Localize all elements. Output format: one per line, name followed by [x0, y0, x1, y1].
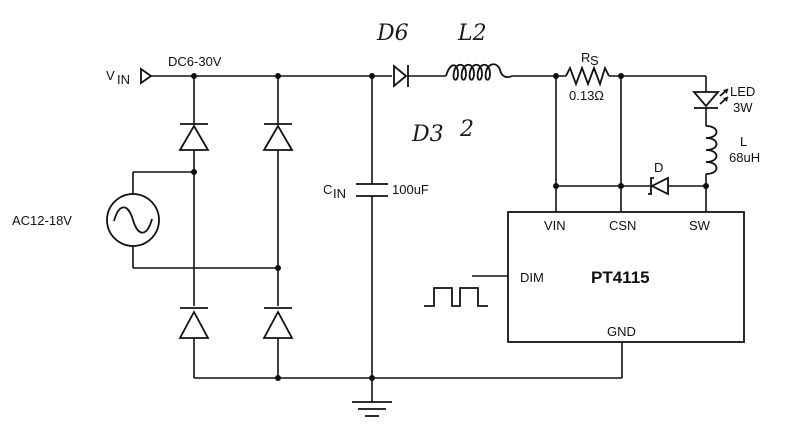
inductor-l — [705, 125, 718, 212]
ac-range-label: AC12-18V — [12, 213, 72, 228]
ic-name: PT4115 — [591, 268, 650, 287]
sense-resistor-rs — [565, 65, 610, 87]
rs-value: 0.13Ω — [569, 88, 604, 103]
bridge-diode-top-right — [262, 123, 294, 151]
bridge-diode-top-left — [178, 123, 210, 151]
cin-capacitor — [356, 76, 388, 402]
cin-value: 100uF — [392, 182, 429, 197]
freewheel-diode-d — [648, 176, 669, 196]
ground-symbol — [352, 401, 392, 417]
bottom-rail — [194, 342, 623, 379]
handwritten-2: 2 — [459, 117, 474, 142]
added-diode-d6 — [393, 64, 409, 88]
bridge-rectifier — [193, 76, 279, 378]
bridge-diode-bottom-right — [262, 307, 294, 339]
rs-label-sub: S — [590, 53, 599, 68]
diode-label: D — [654, 160, 663, 175]
pin-sw: SW — [689, 218, 711, 233]
pwm-signal-icon — [424, 287, 488, 307]
pt4115-ic — [507, 211, 745, 343]
cin-label: C — [323, 182, 332, 197]
vin-label: V — [106, 68, 115, 83]
handwritten-l2: L2 — [457, 21, 487, 46]
dc-range-label: DC6-30V — [168, 54, 222, 69]
pin-vin: VIN — [544, 218, 566, 233]
pin-gnd: GND — [607, 324, 636, 339]
vin-terminal — [140, 67, 153, 85]
cin-label-sub: IN — [333, 186, 346, 201]
led-power: 3W — [733, 100, 753, 115]
handwritten-d3: D3 — [411, 122, 444, 147]
inductor-label: L — [740, 134, 747, 149]
sense-wires — [555, 76, 706, 212]
pin-csn: CSN — [609, 218, 636, 233]
pin-dim: DIM — [520, 270, 544, 285]
led-3w — [692, 76, 729, 126]
bridge-diode-bottom-left — [178, 307, 210, 339]
handwritten-d6: D6 — [376, 21, 409, 46]
inductor-value: 68uH — [729, 150, 760, 165]
vin-label-sub: IN — [117, 72, 130, 87]
rs-label: R — [581, 50, 590, 65]
ac-source — [106, 171, 278, 269]
added-inductor-l2 — [445, 63, 513, 81]
led-label: LED — [730, 84, 755, 99]
